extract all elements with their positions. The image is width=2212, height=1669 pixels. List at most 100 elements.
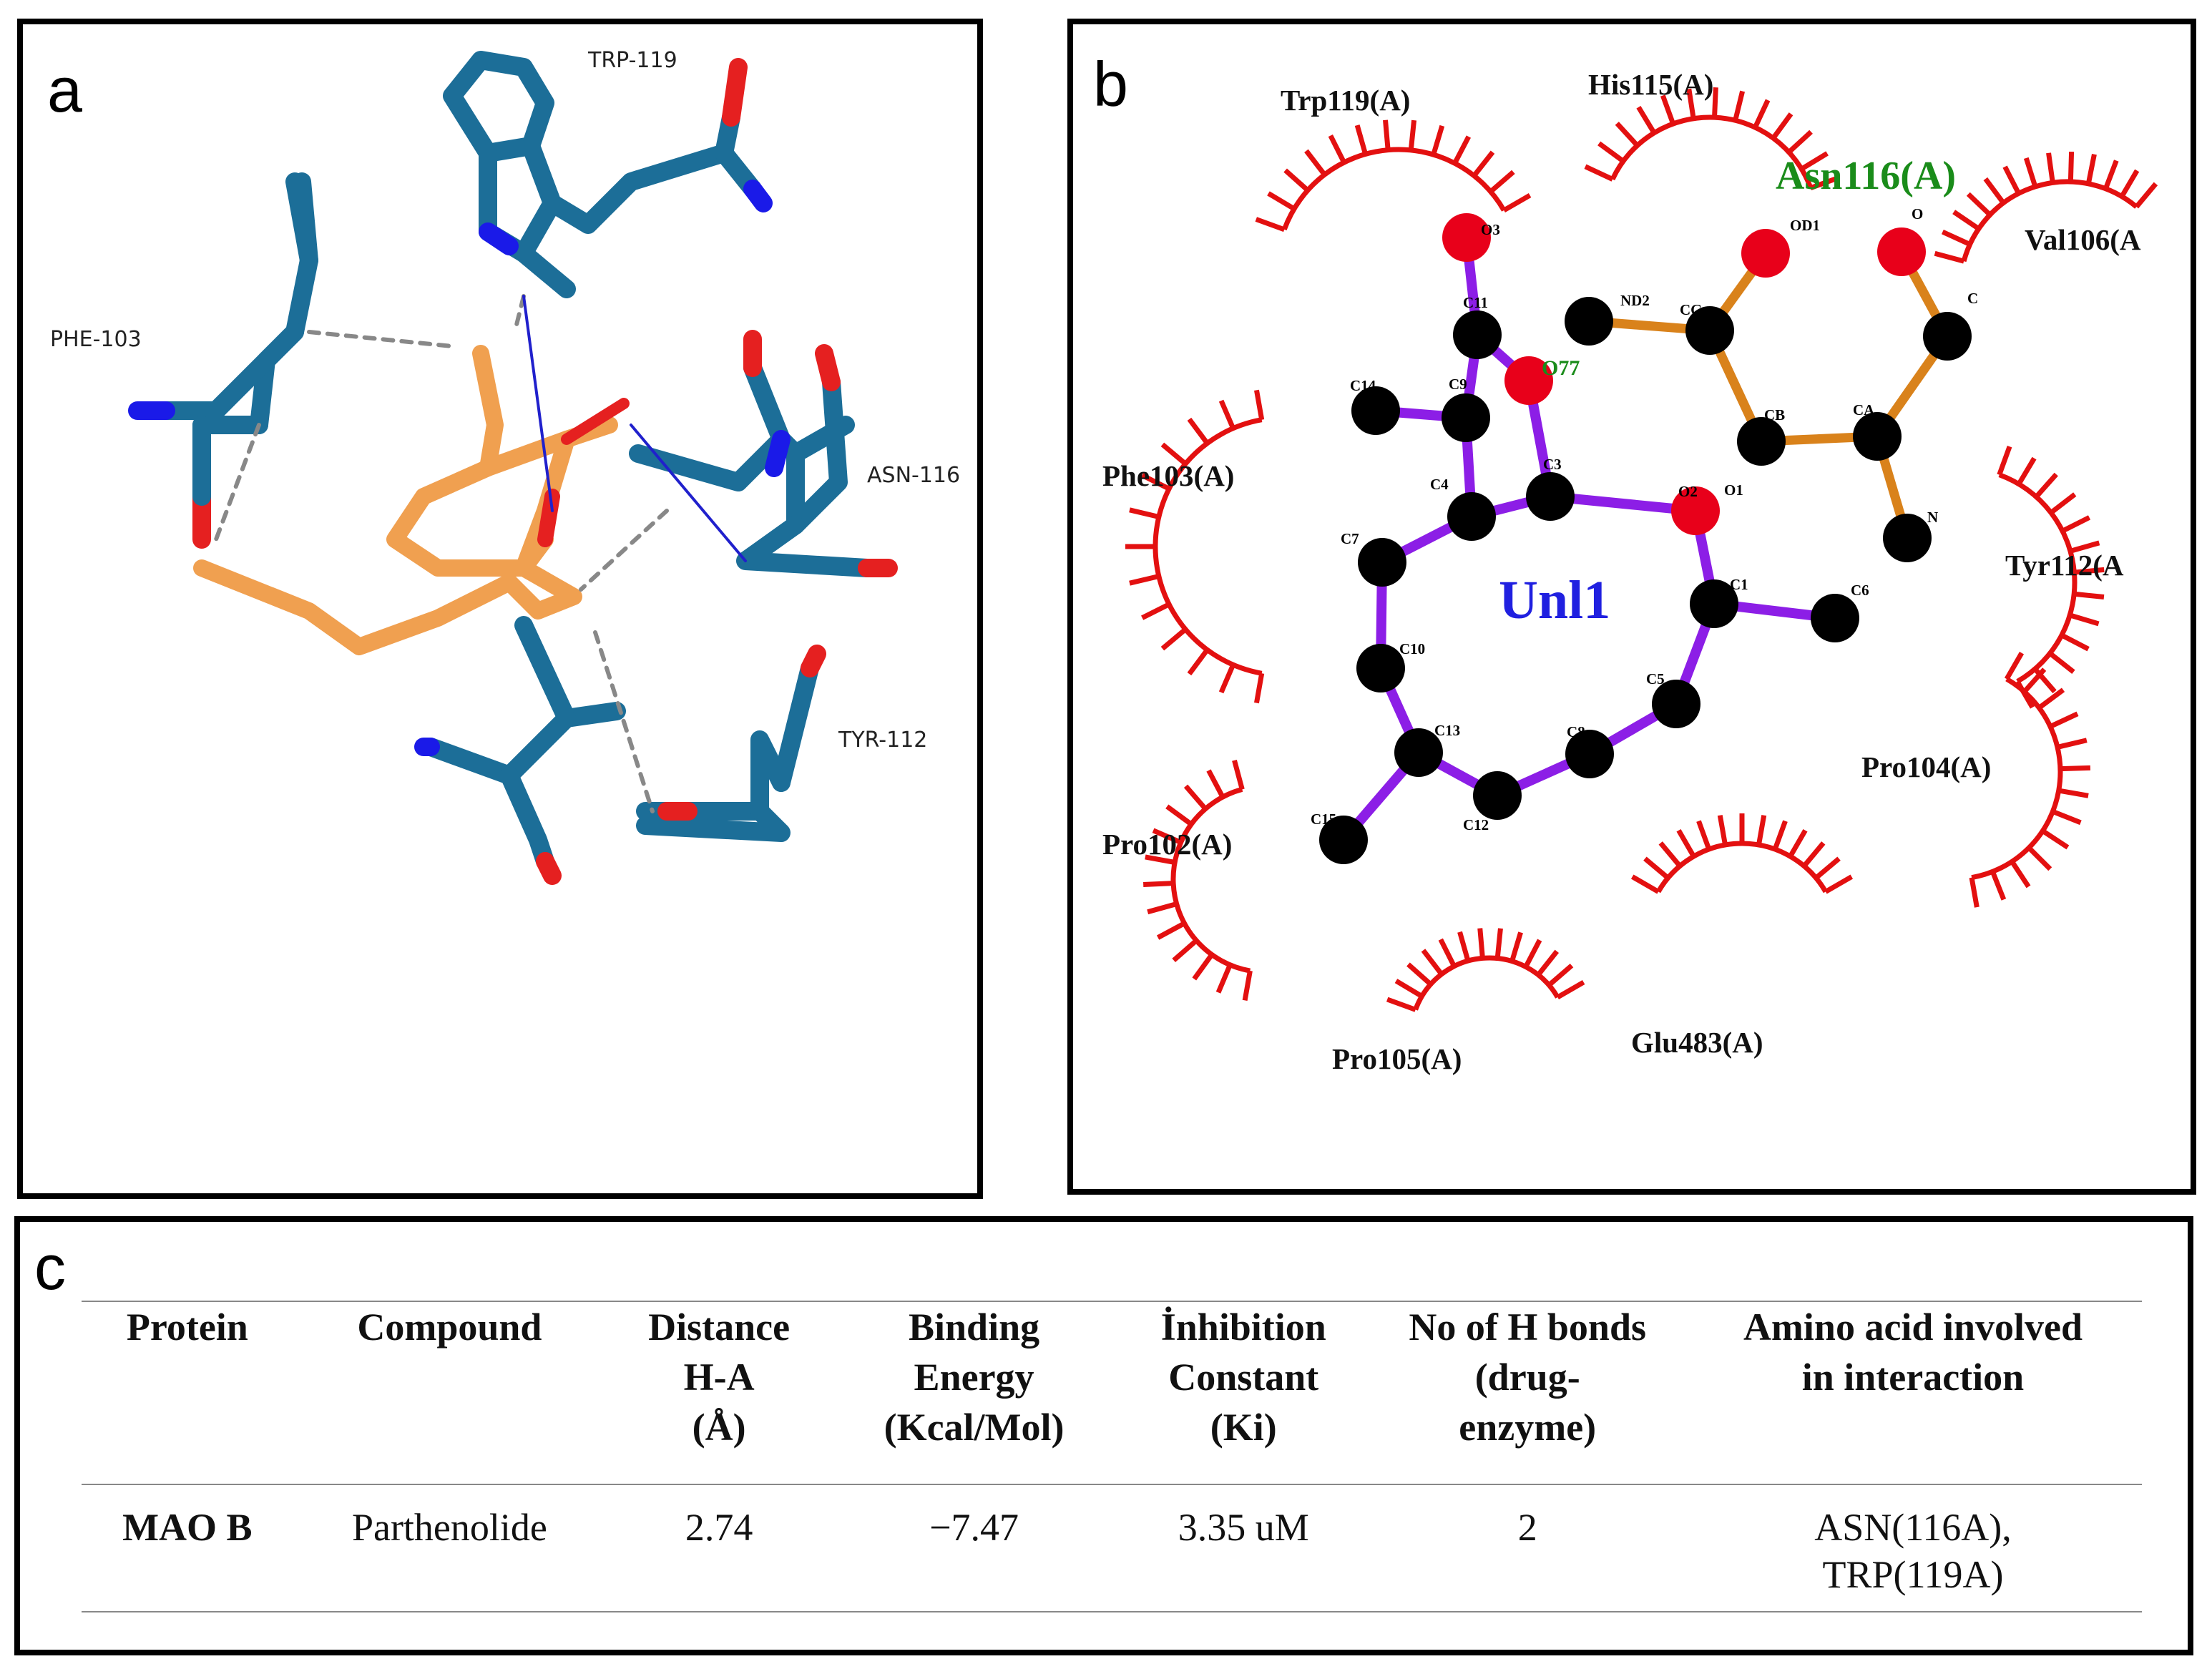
hydrophobic-spoke	[1183, 784, 1208, 811]
hydrophobic-spoke	[1615, 122, 1640, 147]
hydrophobic-spoke	[1802, 841, 1826, 868]
cell-compound: Parthenolide	[351, 1506, 547, 1549]
hydrophobic-spoke	[1696, 820, 1712, 851]
hydrophobic-spoke	[1686, 88, 1696, 119]
hydrophobic-spoke	[1997, 445, 2012, 476]
hydrophobic-arc	[1971, 677, 2063, 881]
residue-his115: His115(A)	[1588, 68, 1713, 101]
hydrophobic-spoke	[1712, 87, 1718, 118]
header-binding-energy: Binding Energy (Kcal/Mol)	[884, 1306, 1065, 1449]
label-trp-119: TRP-119	[587, 48, 677, 73]
atom-label-o2: O2	[1678, 483, 1698, 500]
hydrophobic-spoke	[2073, 591, 2105, 600]
panel-b-ligplot: b Trp119(A) His115(A) Val106(A Phe103(A)…	[1067, 19, 2196, 1195]
hydrophobic-spoke	[1788, 828, 1808, 858]
hydrophobic-arc	[1656, 841, 1828, 894]
hydrophobic-arc	[1281, 147, 1507, 231]
hydrophobic-spoke	[1536, 949, 1560, 977]
hydrophobic-spoke	[2058, 788, 2089, 798]
hydrophobic-spoke	[1597, 141, 1625, 164]
residue-glu483: Glu483(A)	[1631, 1026, 1763, 1059]
hydrophobic-spoke	[2027, 846, 2052, 871]
residue-trp119: Trp119(A)	[1281, 84, 1410, 117]
docking-results-table: Protein Compound Distance H-A (Å) Bindin…	[82, 1301, 2142, 1612]
atom-c12	[1473, 771, 1522, 820]
hydrophobic-spoke	[1206, 769, 1225, 798]
panel-c-letter: c	[34, 1232, 66, 1303]
hydrophobic-spoke	[1814, 856, 1841, 880]
atom-label-c4: C4	[1430, 476, 1449, 493]
phe-103-residue	[157, 172, 318, 434]
hydrophobic-spoke	[1218, 663, 1235, 694]
hydrophobic-spoke	[1643, 856, 1670, 880]
hydrophobic-spoke	[1990, 871, 2007, 901]
atom-label-c11: C11	[1463, 294, 1488, 311]
hydrophobic-spoke	[1523, 939, 1542, 969]
atom-label-c10: C10	[1399, 640, 1425, 657]
hydrophobic-spoke	[1421, 949, 1444, 976]
hydrophobic-spoke	[1147, 901, 1178, 915]
atom-cg	[1685, 306, 1734, 355]
atom-label-cb: CB	[1764, 406, 1785, 424]
atom-o77	[1504, 356, 1553, 405]
hydrophobic-spoke	[1254, 389, 1265, 421]
hydrophobic-spoke	[2052, 809, 2082, 826]
hydrophobic-spoke	[1215, 964, 1233, 994]
hydrophobic-spoke	[1809, 175, 1840, 190]
lower-residue	[421, 616, 626, 871]
cell-binding-energy: −7.47	[929, 1506, 1019, 1549]
residue-tyr112: Tyr112(A	[2005, 549, 2124, 582]
atom-c	[1923, 312, 1972, 361]
hydrophobic-spoke	[1489, 170, 1515, 194]
atom-label-o77: O77	[1542, 356, 1580, 380]
label-phe-103: PHE-103	[50, 327, 142, 352]
hydrophobic-spoke	[1472, 150, 1495, 177]
hydrophobic-spoke	[1160, 627, 1188, 651]
hydrophobic-spoke	[2002, 165, 2021, 195]
hydrophobic-spoke	[2085, 154, 2097, 185]
atom-c9	[1442, 393, 1490, 442]
cell-protein: MAO B	[122, 1506, 253, 1549]
atom-label-c9: C9	[1449, 376, 1467, 393]
hydrophobic-spoke	[1218, 399, 1235, 430]
ligplot-2d-diagram: Trp119(A) His115(A) Val106(A Phe103(A) T…	[1102, 68, 2158, 1075]
atom-c7	[1358, 538, 1406, 587]
atom-ca	[1853, 412, 1902, 461]
atom-c11	[1453, 310, 1502, 359]
residue-pro104: Pro104(A)	[1861, 750, 1991, 783]
atom-label-c: C	[1967, 290, 1978, 307]
hydrophobic-spoke	[1824, 874, 1854, 894]
hydrophobic-spoke	[1141, 473, 1170, 491]
atom-label-c6: C6	[1851, 582, 1869, 599]
header-compound: Compound	[357, 1306, 542, 1349]
hydrophobic-arc	[1153, 417, 1263, 676]
hydrophobic-spoke	[2049, 492, 2077, 515]
hydrophobic-spoke	[1452, 135, 1471, 165]
cell-h-bonds: 2	[1517, 1506, 1537, 1549]
hydrophobic-spoke	[2060, 632, 2090, 652]
hydrophobic-spoke	[1457, 931, 1471, 962]
hydrogen-bonds	[522, 295, 747, 562]
atom-label-ca: CA	[1853, 401, 1875, 419]
asn-116-residue	[629, 358, 876, 577]
atom-c14	[1351, 386, 1400, 435]
residue-asn116-hbond: Asn116(A)	[1776, 154, 1956, 198]
hydrophobic-arcs	[1125, 87, 2158, 1012]
panel-a-letter: a	[47, 54, 82, 125]
hydrophobic-spoke	[1254, 672, 1265, 704]
hydrophobic-spoke	[1494, 928, 1503, 959]
hydrophobic-spoke	[1772, 820, 1788, 851]
hydrophobic-spoke	[1509, 931, 1523, 962]
hydrophobic-spoke	[2069, 612, 2100, 627]
hydrophobic-spoke	[1165, 804, 1193, 826]
hydrophobic-spoke	[1676, 828, 1696, 858]
hydrophobic-spoke	[2004, 651, 2025, 680]
hydrophobic-spoke	[1584, 164, 1614, 182]
header-amino-acids: Amino acid involved in interaction	[1743, 1306, 2083, 1399]
ligand-name-unl1: Unl1	[1499, 570, 1610, 630]
hydrophobic-spoke	[1408, 119, 1417, 151]
hydrophobic-spoke	[1129, 507, 1160, 519]
hydrophobic-spoke	[1438, 938, 1457, 968]
hydrophobic-spoke	[1983, 177, 2006, 205]
hydrophobic-spoke	[1966, 192, 1992, 217]
